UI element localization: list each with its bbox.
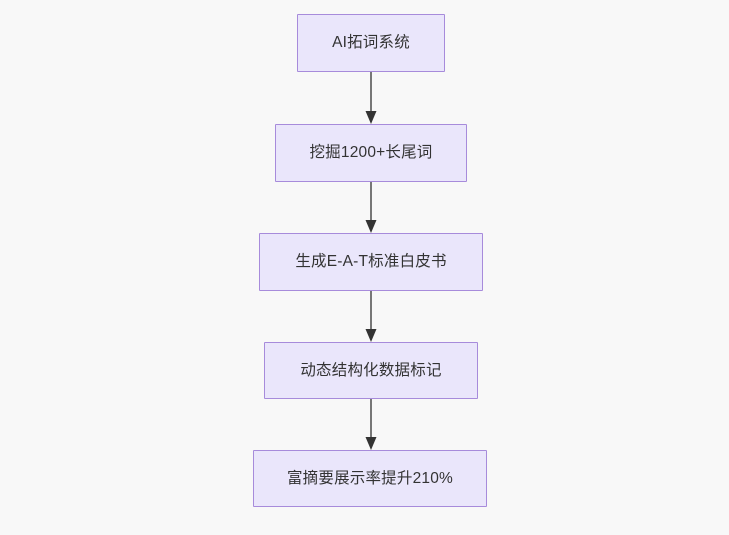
flowchart-node-label: AI拓词系统 [332, 34, 410, 52]
connector-arrow-node3-node4 [356, 291, 386, 342]
flowchart-node-generate-eat-whitepaper[interactable]: 生成E-A-T标准白皮书 [259, 233, 483, 291]
flowchart-node-label: 富摘要展示率提升210% [286, 469, 454, 487]
connector-arrow-node2-node3 [356, 182, 386, 233]
flowchart-node-mine-longtail-keywords[interactable]: 挖掘1200+长尾词 [275, 124, 467, 182]
flowchart-node-rich-snippet-impression-uplift[interactable]: 富摘要展示率提升210% [253, 450, 487, 507]
flowchart-node-dynamic-structured-data-markup[interactable]: 动态结构化数据标记 [264, 342, 478, 399]
flowchart-node-label: 动态结构化数据标记 [300, 361, 442, 379]
flowchart-node-label: 挖掘1200+长尾词 [309, 144, 433, 162]
connector-arrow-node1-node2 [356, 72, 386, 124]
flowchart-node-label: 生成E-A-T标准白皮书 [295, 253, 447, 271]
flowchart-node-ai-keyword-system[interactable]: AI拓词系统 [297, 14, 445, 72]
connector-arrow-node4-node5 [356, 399, 386, 450]
